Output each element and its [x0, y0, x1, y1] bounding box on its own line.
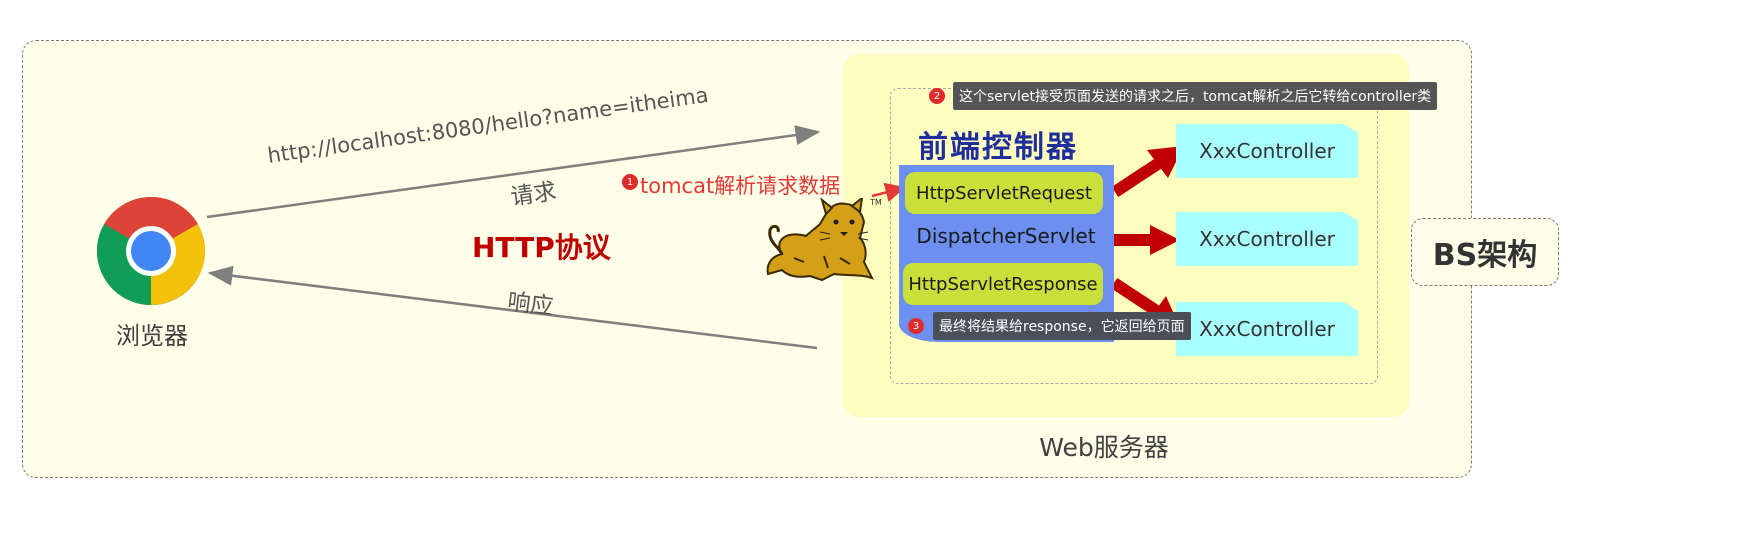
bs-architecture-label: BS架构: [1432, 238, 1538, 273]
note-3-tooltip: 最终将结果给response，它返回给页面: [933, 312, 1191, 340]
browser-label: 浏览器: [116, 322, 188, 350]
http-servlet-response: HttpServletResponse: [903, 263, 1103, 305]
xxx-controller-1: XxxController: [1176, 124, 1358, 178]
tomcat-to-request-arrow: [871, 182, 906, 203]
response-arrow: [207, 265, 818, 350]
dispatch-arrow-top: [1111, 146, 1184, 198]
tomcat-parse-label: tomcat解析请求数据: [640, 174, 841, 198]
step-2-badge: 2: [929, 88, 945, 104]
xxx-controller-3: XxxController: [1176, 302, 1358, 356]
dispatch-arrow-middle: [1114, 225, 1180, 255]
response-label: 响应: [505, 288, 555, 321]
step-1-badge: 1: [622, 174, 638, 190]
dispatcher-servlet-label: DispatcherServlet: [916, 224, 1096, 248]
tomcat-trademark: TM: [870, 198, 882, 207]
request-label: 请求: [508, 178, 559, 211]
xxx-controller-2: XxxController: [1176, 212, 1358, 266]
request-arrow: [206, 125, 821, 219]
web-server-label: Web服务器: [1039, 433, 1169, 462]
chrome-browser-icon: [96, 196, 206, 306]
tomcat-logo-icon: [766, 198, 874, 282]
bs-architecture-box: BS架构: [1411, 218, 1559, 286]
front-controller-title: 前端控制器: [918, 130, 1078, 165]
http-servlet-request: HttpServletRequest: [905, 172, 1103, 214]
protocol-label: HTTP协议: [472, 231, 611, 264]
note-2-tooltip: 这个servlet接受页面发送的请求之后，tomcat解析之后它转给contro…: [953, 82, 1438, 110]
step-3-badge: 3: [908, 318, 924, 334]
